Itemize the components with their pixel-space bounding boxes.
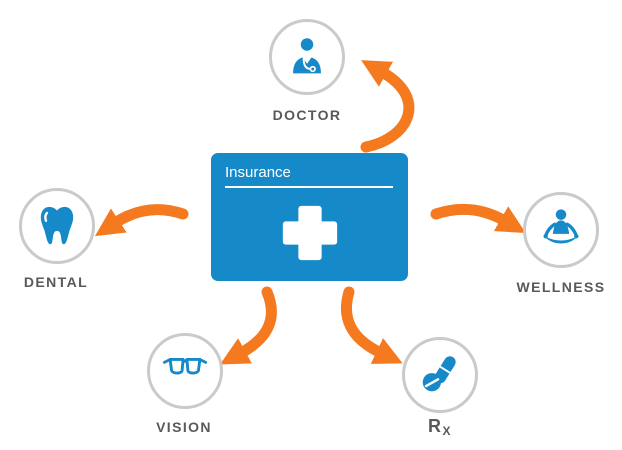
insurance-card-title: Insurance xyxy=(225,164,291,181)
vision-label: VISION xyxy=(156,419,212,435)
insurance-card: Insurance xyxy=(211,153,408,281)
doctor-node xyxy=(269,19,345,95)
meditation-icon xyxy=(543,209,579,244)
tooth-icon xyxy=(40,206,74,245)
rx-label-sub: X xyxy=(442,424,451,438)
arrow-to-vision xyxy=(219,286,277,365)
arrow-to-wellness xyxy=(430,203,526,233)
medical-cross-icon xyxy=(282,205,337,261)
rx-node xyxy=(402,337,478,413)
arrow-to-dental xyxy=(94,204,189,237)
eyeglasses-icon xyxy=(162,358,208,375)
wellness-label: WELLNESS xyxy=(516,279,606,295)
rx-label-main: R xyxy=(427,416,442,436)
dental-label: DENTAL xyxy=(23,274,89,290)
wellness-node xyxy=(523,192,599,268)
pills-icon xyxy=(422,356,456,392)
vision-node xyxy=(147,333,223,409)
rx-label: RX xyxy=(369,416,509,438)
doctor-icon xyxy=(293,38,321,74)
arrow-to-rx xyxy=(340,286,403,364)
title-underline xyxy=(225,186,393,188)
dental-node xyxy=(19,188,95,264)
doctor-label: DOCTOR xyxy=(272,107,342,123)
